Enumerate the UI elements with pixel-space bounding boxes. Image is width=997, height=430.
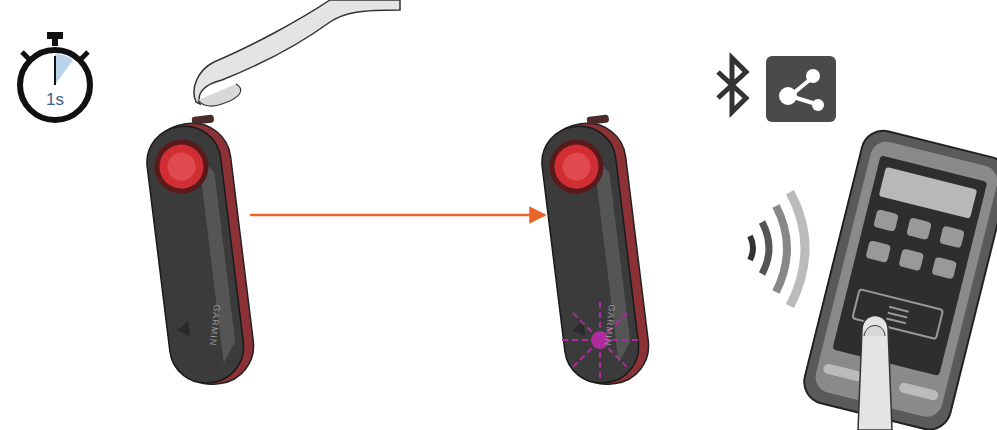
finger xyxy=(858,315,892,430)
app-icon xyxy=(766,56,836,122)
time-label: 1s xyxy=(10,90,100,110)
flow-arrow xyxy=(250,214,545,217)
wireless-wave xyxy=(776,206,787,292)
radar-device: GARMIN xyxy=(545,115,645,390)
wireless-wave xyxy=(750,236,753,260)
stopwatch-outline xyxy=(10,30,100,125)
finger-nail xyxy=(198,84,241,106)
bluetooth-symbol xyxy=(718,58,746,112)
stopwatch: 1s xyxy=(10,30,100,125)
finger xyxy=(194,0,400,104)
app-icon-dot xyxy=(779,87,797,105)
wireless-wave xyxy=(790,192,805,306)
device-body xyxy=(150,115,250,390)
radar-device: GARMIN xyxy=(150,115,250,390)
finger-nail xyxy=(864,326,885,337)
wireless-wave xyxy=(762,222,769,274)
app-icon-dot xyxy=(812,99,824,111)
head-unit xyxy=(800,126,997,430)
app-icon-dot xyxy=(806,69,820,83)
device-body xyxy=(545,115,645,390)
